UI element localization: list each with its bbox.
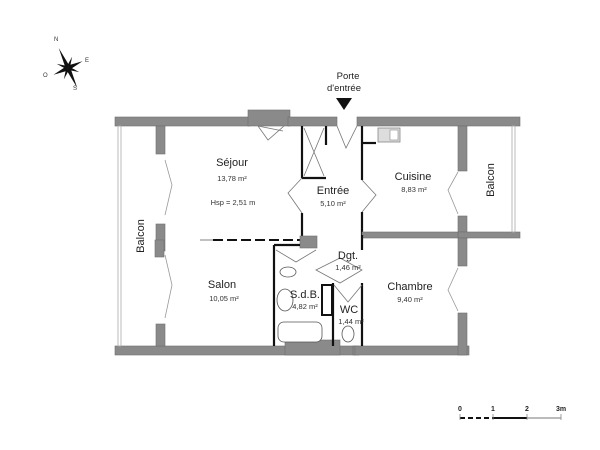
room-area: 1,46 m²: [335, 263, 361, 272]
room-name: Dgt.: [338, 250, 358, 262]
room-name: Salon: [208, 279, 236, 291]
room-sdb: S.d.B. 4,82 m²: [290, 289, 320, 311]
entrance-arrow-icon: [336, 98, 352, 110]
room-balcon-right: Balcon: [485, 163, 497, 197]
room-cuisine: Cuisine 8,83 m²: [395, 171, 432, 194]
toilet-icon: [341, 325, 355, 343]
room-dgt: Dgt. 1,46 m²: [335, 250, 361, 272]
exterior-walls: [114, 109, 521, 356]
doors-and-windows: [164, 125, 459, 319]
scale-bar: 0 1 2 3m: [458, 406, 566, 420]
room-chambre: Chambre 9,40 m²: [387, 281, 432, 304]
room-name: Balcon: [135, 219, 147, 253]
scale-tick-2: 2: [525, 406, 529, 413]
room-area: 8,83 m²: [401, 185, 427, 194]
room-salon: Salon 10,05 m²: [208, 279, 239, 303]
room-area: 4,82 m²: [292, 302, 318, 311]
room-wc: WC 1,44 m²: [338, 304, 364, 326]
entrance-label-line2: d'entrée: [327, 83, 361, 94]
fixtures: [154, 127, 401, 343]
bathtub-icon: [277, 321, 323, 343]
compass-rose-icon: N E S O: [43, 37, 89, 92]
scale-tick-3: 3m: [556, 406, 566, 413]
bathroom-sink-icon: [279, 266, 297, 278]
compass-west-label: O: [43, 73, 48, 79]
room-name: Balcon: [485, 163, 497, 197]
room-balcon-left: Balcon: [135, 219, 147, 253]
compass-south-label: S: [73, 86, 77, 92]
room-area: 5,10 m²: [320, 199, 346, 208]
entrance-label-line1: Porte: [337, 71, 360, 82]
interior-partitions: [200, 126, 459, 346]
scale-tick-1: 1: [491, 406, 495, 413]
compass-north-label: N: [54, 37, 58, 43]
ceiling-height: Hsp = 2,51 m: [211, 198, 256, 207]
scale-tick-0: 0: [458, 406, 462, 413]
room-name: Entrée: [317, 185, 349, 197]
room-entree: Entrée 5,10 m²: [317, 185, 349, 208]
room-area: 13,78 m²: [217, 174, 247, 183]
room-name: WC: [340, 304, 358, 316]
compass-east-label: E: [85, 58, 89, 64]
room-name: Séjour: [216, 157, 248, 169]
room-area: 1,44 m²: [338, 317, 364, 326]
room-area: 10,05 m²: [209, 294, 239, 303]
room-sejour: Séjour 13,78 m² Hsp = 2,51 m: [211, 157, 256, 207]
room-area: 9,40 m²: [397, 295, 423, 304]
room-name: Cuisine: [395, 171, 432, 183]
room-name: Chambre: [387, 281, 432, 293]
room-name: S.d.B.: [290, 289, 320, 301]
